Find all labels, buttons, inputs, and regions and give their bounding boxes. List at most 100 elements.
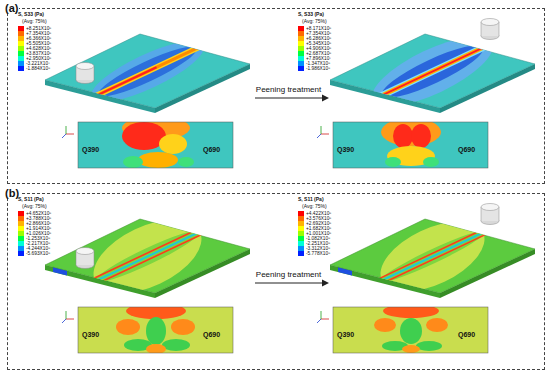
legend-value: +5.345X10⁸ <box>306 41 331 46</box>
color-step <box>298 231 304 236</box>
arrow-head <box>322 95 329 102</box>
legend-title: S, S11 (Pa) <box>18 196 44 202</box>
legend-value: -1.347X10⁸ <box>306 61 330 66</box>
legend-value: -1.253X10⁸ <box>26 236 50 241</box>
stress-contour <box>366 206 498 308</box>
plate-model <box>45 204 250 310</box>
axis-line <box>321 319 329 320</box>
color-step <box>298 211 304 216</box>
section-outline <box>78 122 233 168</box>
axis-line <box>321 311 322 319</box>
material-label: Q390 <box>82 146 99 154</box>
color-step <box>298 41 304 46</box>
legend-value: +6.366X10⁸ <box>26 36 51 41</box>
peening-tool <box>76 63 94 84</box>
figure-panel: (b) <box>7 193 545 370</box>
contour-blob <box>123 156 143 168</box>
color-step <box>18 61 24 66</box>
color-step <box>18 46 24 51</box>
axis-line <box>66 319 74 320</box>
legend-subtitle: (Avg: 75%) <box>302 203 327 209</box>
plate-top <box>45 34 250 108</box>
section-outline <box>333 122 488 168</box>
section-ground <box>78 122 233 168</box>
legend-value: -3.221X10⁷ <box>26 61 50 66</box>
material-label: Q690 <box>458 331 475 339</box>
color-step <box>18 31 24 36</box>
contour-band <box>377 44 487 99</box>
tool-edge <box>76 251 77 265</box>
peening-tool <box>481 19 499 40</box>
legend-title: S, S33 (Pa) <box>18 11 44 17</box>
section-outline <box>78 307 233 353</box>
color-step <box>298 36 304 41</box>
plate-model <box>45 30 250 114</box>
peening-tool <box>481 204 499 225</box>
legend-value: +2.687X10⁸ <box>306 51 331 56</box>
process-label: Peening treatment <box>250 270 327 280</box>
axis-line <box>62 134 66 138</box>
color-bar <box>18 211 24 256</box>
tool-edge <box>76 66 77 80</box>
weld-contour <box>80 204 214 310</box>
contour-band <box>370 207 495 305</box>
section-contour <box>122 122 194 168</box>
contour-band <box>378 230 487 283</box>
contour-blob <box>374 318 396 332</box>
color-step <box>298 56 304 61</box>
contour-band <box>377 228 486 281</box>
color-step <box>18 231 24 236</box>
tool-edge <box>481 207 482 221</box>
process-arrow <box>255 282 322 283</box>
legend-value: +6.286X10⁸ <box>306 36 331 41</box>
axis-line <box>66 126 67 134</box>
color-step <box>298 31 304 36</box>
axis-line <box>66 134 74 135</box>
legend-value: +1.914X10⁸ <box>26 226 51 231</box>
color-step <box>298 51 304 56</box>
color-step <box>298 246 304 251</box>
color-step <box>18 36 24 41</box>
legend-value: -4.244X10⁸ <box>26 246 50 251</box>
tool-top <box>481 19 499 26</box>
color-bar <box>298 211 304 256</box>
material-label: Q690 <box>203 146 220 154</box>
color-step <box>18 66 24 71</box>
color-step <box>18 51 24 56</box>
contour-blob <box>411 124 431 148</box>
axis-line <box>62 319 66 323</box>
color-step <box>18 221 24 226</box>
contour-blob <box>426 318 448 332</box>
contour-band <box>379 233 488 286</box>
tool-edge <box>499 22 500 36</box>
color-step <box>18 216 24 221</box>
tool-top <box>481 204 499 211</box>
axis-triad <box>317 126 329 138</box>
legend-value: +1.001X10⁸ <box>306 231 331 236</box>
stress-contour <box>84 30 211 114</box>
arrow-head <box>322 280 329 287</box>
color-step <box>298 26 304 31</box>
legend-value: +4.422X10⁸ <box>306 211 331 216</box>
legend-title: S, S33 (Pa) <box>298 11 324 17</box>
weld-contour <box>366 206 498 308</box>
color-step <box>298 241 304 246</box>
color-step <box>298 46 304 51</box>
color-step <box>18 41 24 46</box>
legend-subtitle: (Avg: 75%) <box>22 18 47 24</box>
plate-model <box>330 19 535 120</box>
contour-blob <box>393 124 413 148</box>
tool-edge <box>94 66 95 80</box>
plate-top <box>330 34 535 108</box>
contour-band <box>94 233 203 286</box>
stress-contour <box>363 23 501 119</box>
material-label: Q690 <box>458 146 475 154</box>
color-step <box>18 236 24 241</box>
contour-band <box>93 230 202 283</box>
legend-value: +4.628X10⁸ <box>26 46 51 51</box>
legend-value: -1.884X10⁸ <box>26 66 50 71</box>
panel-letter: (b) <box>4 187 20 199</box>
contour-blob <box>178 157 194 167</box>
tool-edge <box>94 251 95 265</box>
legend-value: +4.906X10⁸ <box>306 46 331 51</box>
